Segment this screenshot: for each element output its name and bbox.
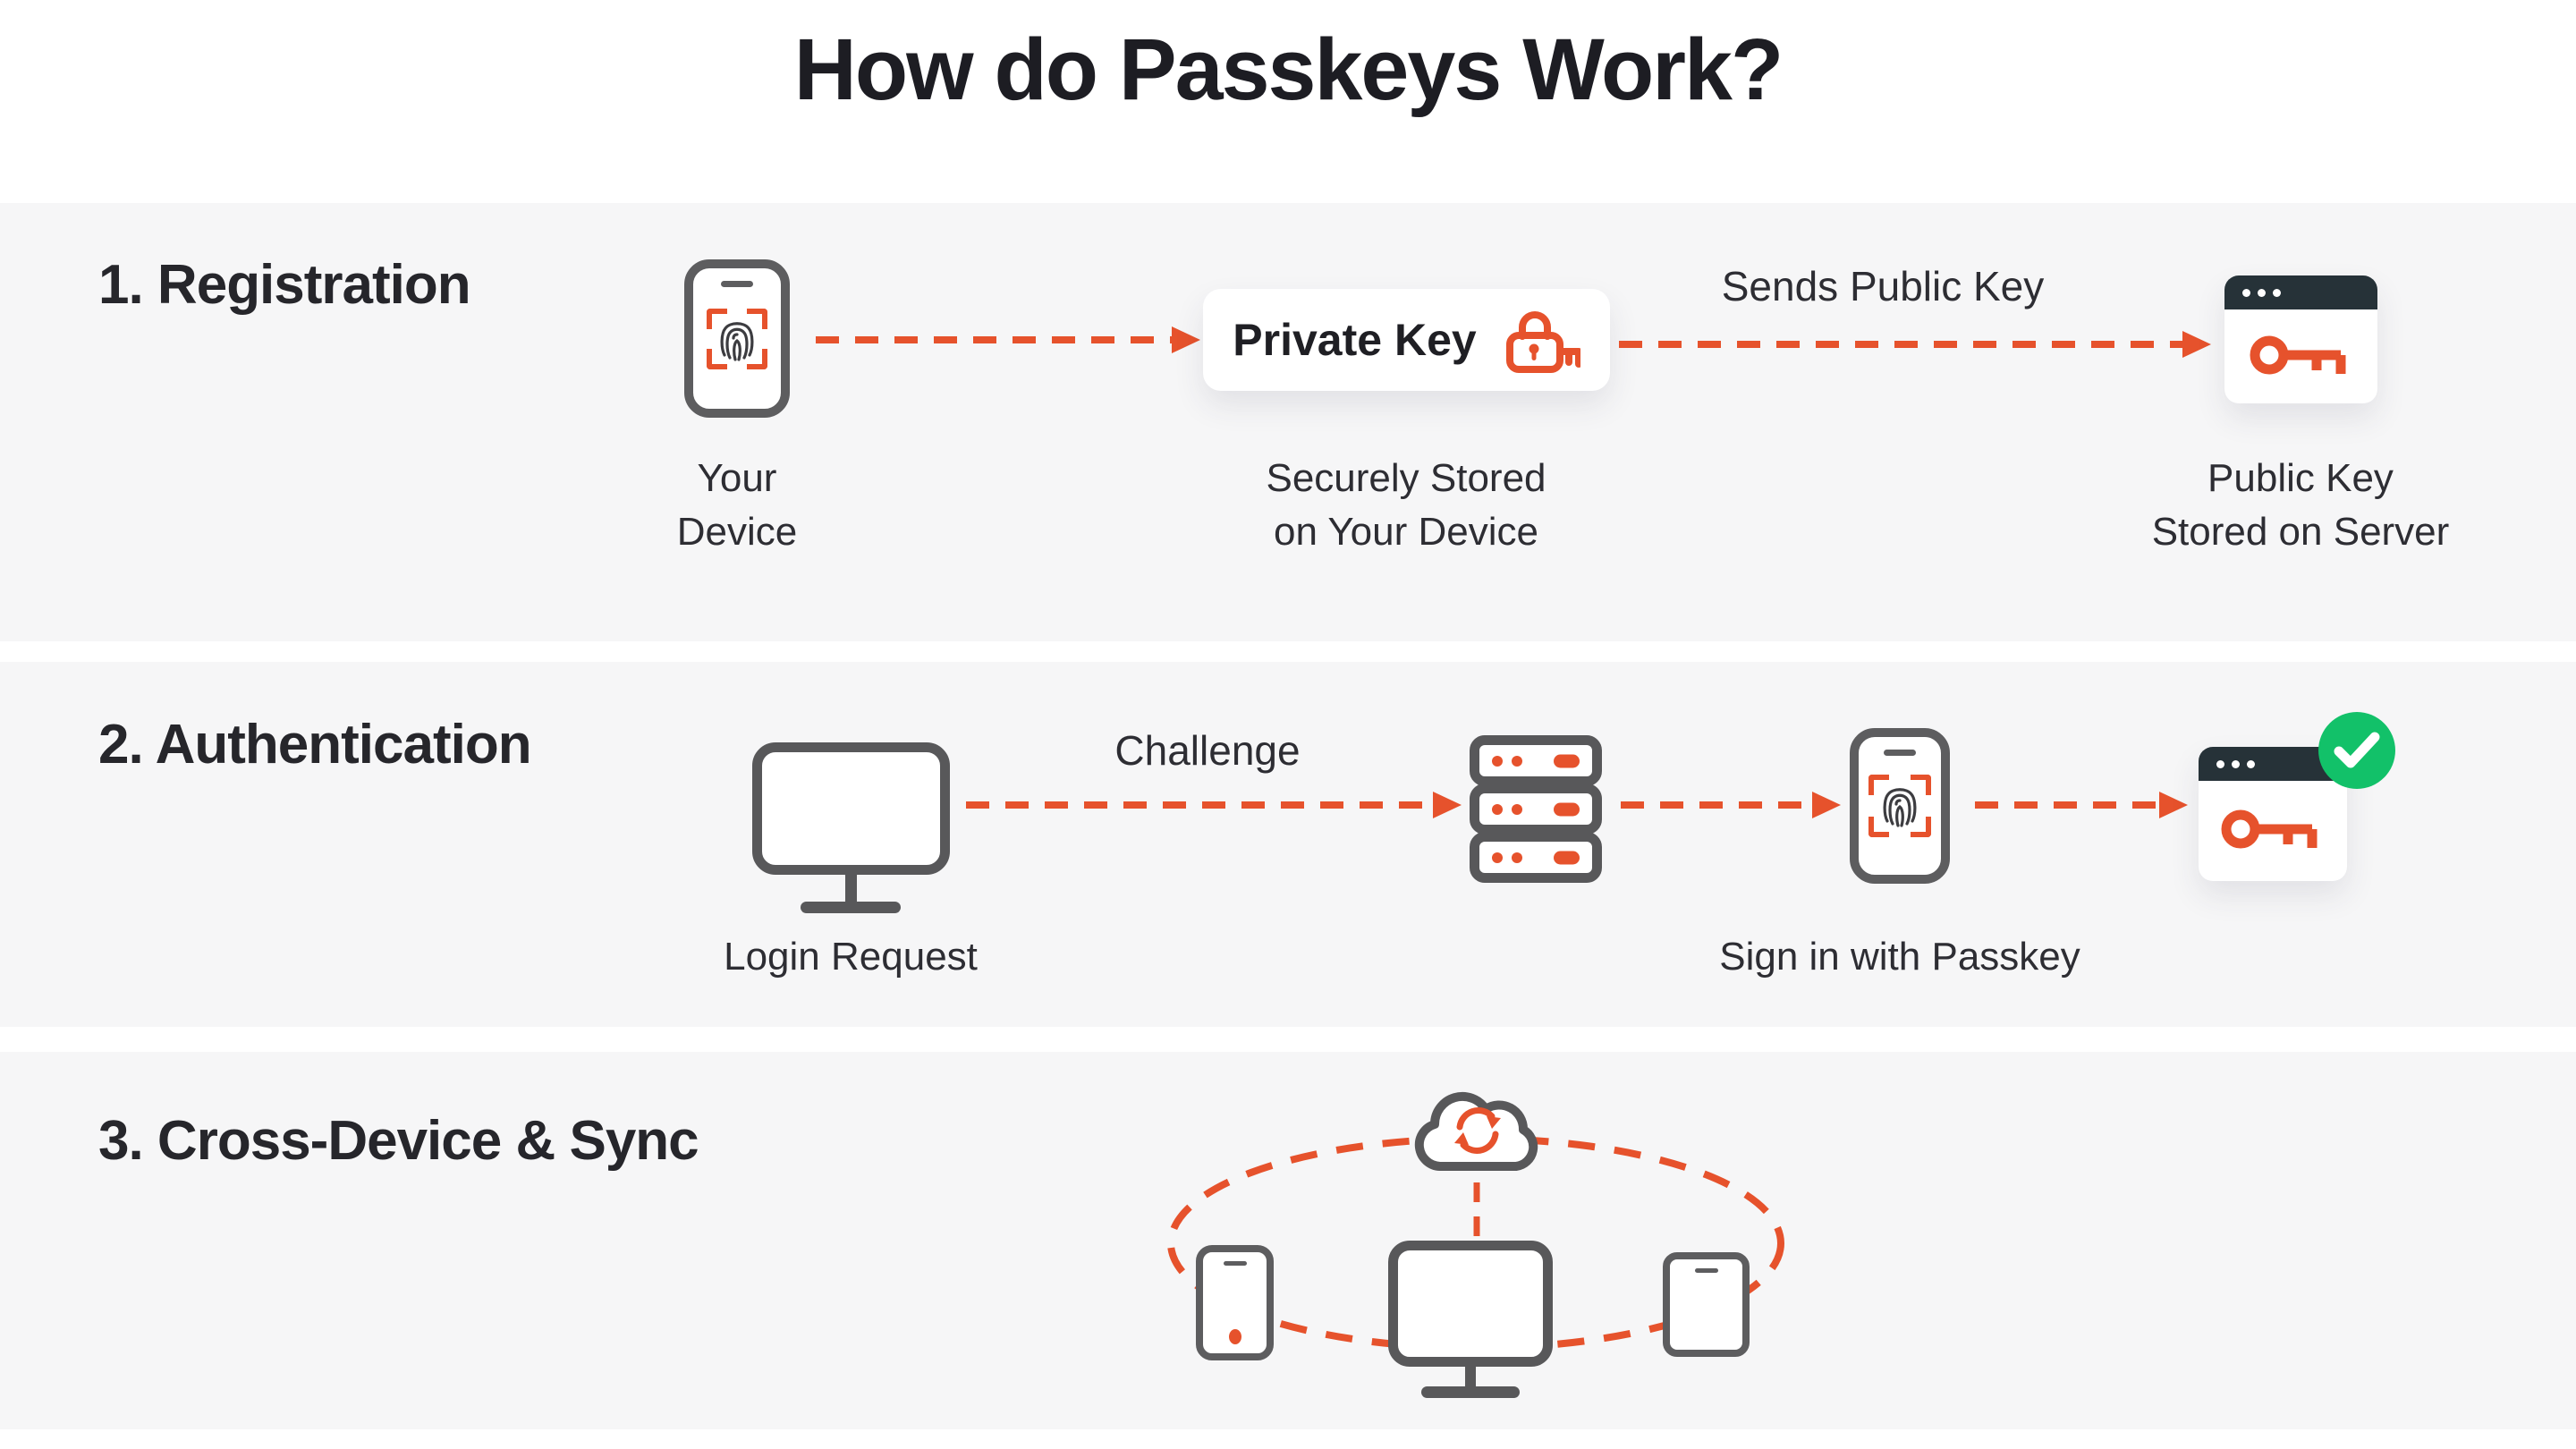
monitor-stand bbox=[1465, 1367, 1476, 1390]
tablet-icon bbox=[1663, 1252, 1750, 1357]
scan-frame-icon bbox=[1868, 775, 1931, 837]
server-stack-icon bbox=[1470, 735, 1602, 883]
registration-band bbox=[0, 203, 2576, 641]
sync-heading: 3. Cross-Device & Sync bbox=[98, 1110, 699, 1172]
scan-frame-icon bbox=[707, 309, 767, 369]
monitor-icon bbox=[1388, 1241, 1553, 1367]
your-device-caption: Your Device bbox=[676, 456, 798, 554]
public-key-caption: Public Key Stored on Server bbox=[2151, 456, 2450, 554]
phone-speaker bbox=[1223, 1261, 1247, 1266]
phone-speaker bbox=[1884, 750, 1916, 756]
dashed-arrow-icon bbox=[816, 326, 1200, 353]
private-key-label: Private Key bbox=[1233, 315, 1477, 365]
sign-in-caption: Sign in with Passkey bbox=[1719, 935, 2080, 979]
browser-window-key-icon bbox=[2224, 275, 2377, 403]
authentication-band bbox=[0, 662, 2576, 1027]
securely-stored-caption: Securely Stored on Your Device bbox=[1266, 456, 1546, 554]
key-icon bbox=[2250, 335, 2345, 374]
lock-key-icon bbox=[1505, 311, 1580, 373]
page-title: How do Passkeys Work? bbox=[793, 21, 1784, 118]
fingerprint-icon bbox=[720, 322, 754, 361]
tablet-speaker bbox=[1694, 1268, 1718, 1273]
phone-home-dot bbox=[1228, 1329, 1241, 1344]
dashed-arrow-icon bbox=[1975, 792, 2188, 818]
monitor-icon bbox=[752, 742, 950, 875]
monitor-base bbox=[801, 902, 901, 913]
browser-window-key-icon bbox=[2199, 747, 2347, 881]
login-request-caption: Login Request bbox=[724, 935, 978, 979]
fingerprint-icon bbox=[1883, 788, 1917, 827]
cloud-sync-icon bbox=[1414, 1091, 1538, 1171]
private-key-pill: Private Key bbox=[1203, 289, 1610, 391]
registration-heading: 1. Registration bbox=[98, 254, 471, 316]
smartphone-icon bbox=[1196, 1245, 1274, 1360]
server-row bbox=[1470, 784, 1602, 835]
key-icon bbox=[2221, 809, 2318, 849]
dashed-arrow-icon bbox=[1621, 792, 1841, 818]
challenge-label: Challenge bbox=[1114, 727, 1301, 774]
monitor-base bbox=[1421, 1386, 1520, 1398]
browser-titlebar bbox=[2224, 275, 2377, 309]
server-row bbox=[1470, 832, 1602, 883]
sync-band bbox=[0, 1052, 2576, 1429]
server-row bbox=[1470, 735, 1602, 786]
dashed-arrow-icon bbox=[1619, 331, 2211, 358]
your-device-phone-icon bbox=[684, 259, 790, 418]
success-check-icon bbox=[2318, 712, 2395, 789]
sends-public-key-label: Sends Public Key bbox=[1721, 263, 2045, 309]
phone-speaker bbox=[721, 281, 753, 287]
monitor-stand bbox=[845, 875, 857, 903]
authentication-heading: 2. Authentication bbox=[98, 714, 532, 775]
dashed-arrow-icon bbox=[966, 792, 1462, 818]
cloud-connector-dash bbox=[1473, 1182, 1480, 1241]
